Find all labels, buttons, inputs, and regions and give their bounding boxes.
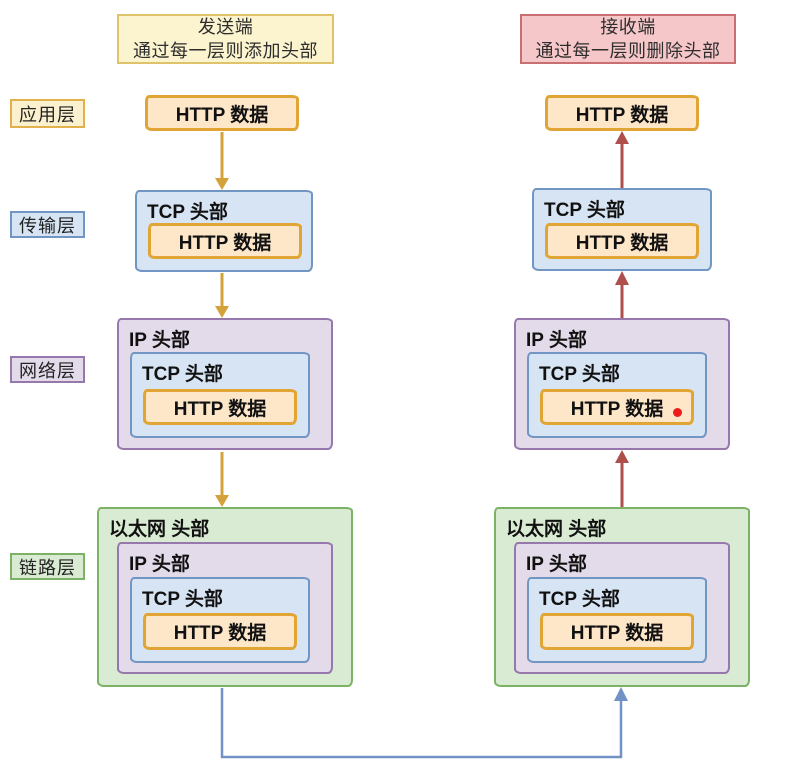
tcp-header-label: TCP 头部 xyxy=(539,589,620,610)
sender-title-line1: 发送端 xyxy=(197,17,254,37)
sender-down-arrow-2 xyxy=(215,273,229,318)
receiver-app-http-box: HTTP 数据 xyxy=(545,95,699,131)
ethernet-header-label: 以太网 头部 xyxy=(109,519,210,540)
ip-header-label: IP 头部 xyxy=(526,554,587,575)
tcp-header-label: TCP 头部 xyxy=(147,202,228,223)
layer-tag-transport: 传输层 xyxy=(10,211,85,238)
sender-transport-http-box: HTTP 数据 xyxy=(148,223,302,259)
red-pointer-dot xyxy=(673,408,682,417)
ip-header-label: IP 头部 xyxy=(526,330,587,351)
ip-header-label: IP 头部 xyxy=(129,554,190,575)
layer-tag-link: 链路层 xyxy=(10,553,85,580)
sender-title-line2: 通过每一层则添加头部 xyxy=(133,41,318,61)
receiver-network-http-box: HTTP 数据 xyxy=(540,389,694,425)
sender-down-arrow-1 xyxy=(215,132,229,190)
sender-app-http-box: HTTP 数据 xyxy=(145,95,299,131)
tcp-header-label: TCP 头部 xyxy=(142,364,223,385)
layer-tag-network: 网络层 xyxy=(10,356,85,383)
sender-link-http-box: HTTP 数据 xyxy=(143,613,297,650)
receiver-up-arrow-3 xyxy=(615,450,629,507)
receiver-title-line2: 通过每一层则删除头部 xyxy=(535,41,721,61)
sender-title-banner: 发送端 通过每一层则添加头部 xyxy=(117,14,334,64)
layer-tag-application: 应用层 xyxy=(10,99,85,128)
transmission-arrow xyxy=(220,687,628,759)
receiver-title-banner: 接收端 通过每一层则删除头部 xyxy=(520,14,736,64)
receiver-transport-http-box: HTTP 数据 xyxy=(545,223,699,259)
receiver-link-http-box: HTTP 数据 xyxy=(540,613,694,650)
ethernet-header-label: 以太网 头部 xyxy=(506,519,607,540)
receiver-up-arrow-1 xyxy=(615,131,629,189)
receiver-title-line1: 接收端 xyxy=(600,17,656,37)
sender-down-arrow-3 xyxy=(215,452,229,507)
receiver-up-arrow-2 xyxy=(615,271,629,318)
tcp-header-label: TCP 头部 xyxy=(142,589,223,610)
ip-header-label: IP 头部 xyxy=(129,330,190,351)
tcp-header-label: TCP 头部 xyxy=(539,364,620,385)
tcp-header-label: TCP 头部 xyxy=(544,200,625,221)
sender-network-http-box: HTTP 数据 xyxy=(143,389,297,425)
